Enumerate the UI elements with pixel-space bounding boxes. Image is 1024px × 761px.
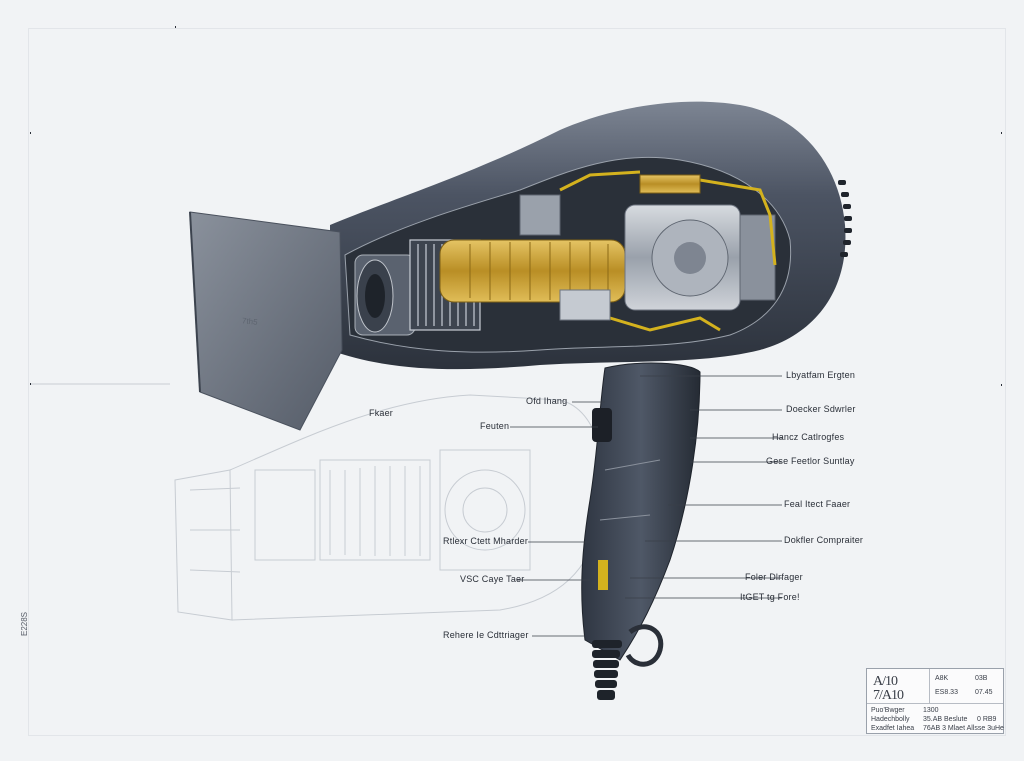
title-block: A/10 7/A10 A8K 03B ES8.33 07.45 Puo'Bwge… <box>866 668 1004 734</box>
dryer-body <box>330 101 852 370</box>
label-left-5: VSC Caye Taer <box>460 574 525 584</box>
handle <box>581 362 701 700</box>
tb-r3c1: Puo'Bwger <box>871 707 905 714</box>
cord-relief <box>592 640 622 700</box>
label-right-7: Foler Dlrfager <box>745 572 803 582</box>
ghost-wireframe <box>174 394 605 621</box>
label-right-3: Hancz Catlrogfes <box>772 432 845 442</box>
power-switch <box>592 408 612 442</box>
label-left-2: Ofd Ihang <box>526 396 568 406</box>
label-right-4: Gese Feetlor Suntlay <box>766 456 855 466</box>
tb-r4c3: 0 RB9 <box>977 716 997 723</box>
leader-lines-left <box>510 401 605 637</box>
label-right-6: Dokfler Compraiter <box>784 535 864 545</box>
tb-r1c1: A8K <box>935 675 949 682</box>
tb-r2c2: 07.45 <box>975 689 993 696</box>
tb-r4c1: Hadechbolly <box>871 716 910 723</box>
fan-housing <box>624 204 776 311</box>
tb-r5c1: Exadfet Iahea <box>871 725 915 732</box>
title-block-logo: A/10 7/A10 <box>873 674 904 703</box>
label-left-6: Rehere Ie Cdttriager <box>443 630 529 640</box>
frame-ticks <box>30 26 1002 386</box>
label-left-4: Rtlexr Ctett Mharder <box>443 536 529 546</box>
nozzle <box>189 211 343 431</box>
tb-r2c1: ES8.33 <box>935 689 958 696</box>
hanging-loop <box>625 624 664 667</box>
label-right-5: Feal Itect Faaer <box>784 499 851 509</box>
drawing-frame <box>28 28 1006 736</box>
sheet-code: E228S <box>20 611 29 636</box>
tb-r4c2: 35.AB Beslute <box>923 716 968 723</box>
leader-lines-right <box>625 375 782 599</box>
label-left-1: Fkaer <box>369 408 394 418</box>
nozzle-marking: 7th5 <box>241 316 259 327</box>
rear-vent <box>838 180 852 257</box>
tb-r3c2: 1300 <box>923 707 939 714</box>
tb-r5c2: 76AB 3 Mlaet Allsse 3uHe <box>923 725 1004 732</box>
label-right-1: Lbyatfam Ergten <box>786 370 856 380</box>
label-right-2: Doecker Sdwrler <box>786 404 856 414</box>
label-right-8: ItGET tg Fore! <box>740 592 800 602</box>
label-left-3: Feuten <box>480 421 510 431</box>
tb-r1c2: 03B <box>975 675 988 682</box>
